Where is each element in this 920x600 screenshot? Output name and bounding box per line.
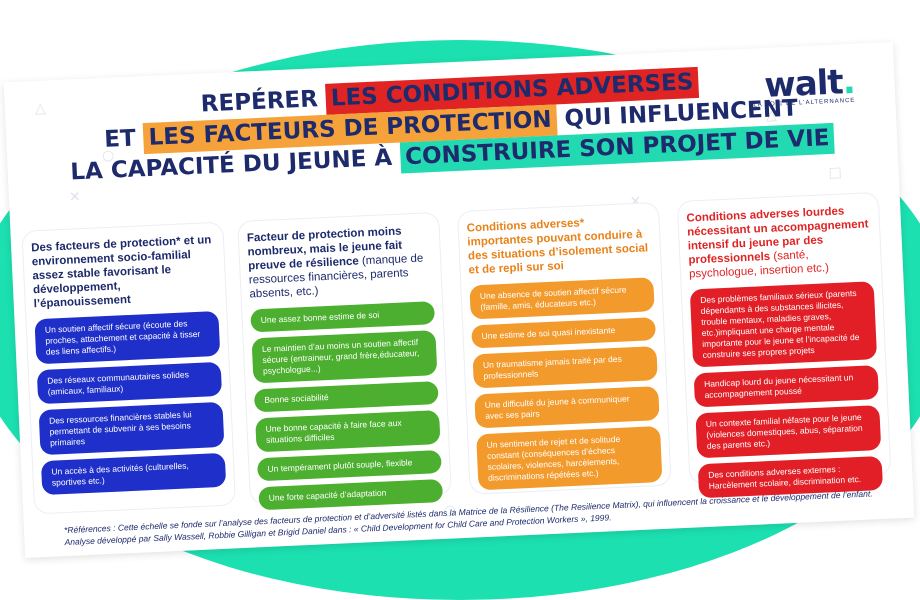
column-heavy-adverse-conditions: Conditions adverses lourdes nécessitant … (677, 192, 891, 499)
column-adverse-conditions: Conditions adverses* importantes pouvant… (458, 202, 671, 494)
list-item: Une forte capacité d’adaptation (258, 478, 444, 511)
deco-cross-icon: ✕ (68, 189, 82, 206)
list-item: Un traumatisme jamais traité par des pro… (472, 346, 658, 389)
list-item: Des problèmes familiaux sérieux (parents… (689, 281, 878, 368)
column-resilience: Facteur de protection moins nombreux, ma… (238, 212, 451, 511)
list-item: Un contexte familial néfaste pour le jeu… (695, 405, 882, 459)
poster: △ ○ ✕ □ △ ○ ✕ REPÉRER LES CONDITIONS ADV… (3, 42, 915, 558)
list-item: Une estime de soi quasi inexistante (471, 317, 657, 349)
column-protection-factors: Des facteurs de protection* et un enviro… (22, 222, 236, 514)
list-item: Un accès à des activités (culturelles, s… (40, 452, 227, 496)
column-title: Facteur de protection moins nombreux, ma… (246, 225, 424, 301)
list-item: Une difficulté du jeune à communiquer av… (474, 386, 660, 429)
logo-dot: . (841, 61, 856, 103)
column-title: Des facteurs de protection* et un enviro… (30, 234, 212, 311)
list-item: Une bonne capacité à faire face aux situ… (255, 410, 441, 453)
column-title: Conditions adverses lourdes nécessitant … (686, 205, 869, 281)
list-item: Une assez bonne estime de soi (250, 301, 436, 333)
column-title: Conditions adverses* importantes pouvant… (466, 217, 649, 277)
title-text: REPÉRER (200, 86, 319, 118)
deco-square-icon: □ (828, 164, 843, 182)
list-item: Handicap lourd du jeune nécessitant un a… (693, 365, 879, 408)
list-item: Des ressources financières stables lui p… (38, 401, 225, 456)
list-item: Une absence de soutien affectif sécure (… (469, 277, 655, 320)
walt-logo: walt. LA VOIE DE L'ALTERNANCE (752, 61, 856, 109)
list-item: Bonne sociabilité (253, 381, 439, 413)
list-item: Un tempérament plutôt souple, flexible (256, 449, 442, 482)
list-item: Des réseaux communautaires solides (amic… (36, 361, 223, 405)
list-item: Un soutien affectif sécure (écoute des p… (34, 310, 221, 365)
title-text: ET (103, 125, 137, 153)
list-item: Le maintien d’au moins un soutien affect… (251, 330, 438, 384)
list-item: Un sentiment de rejet et de solitude con… (476, 426, 663, 491)
